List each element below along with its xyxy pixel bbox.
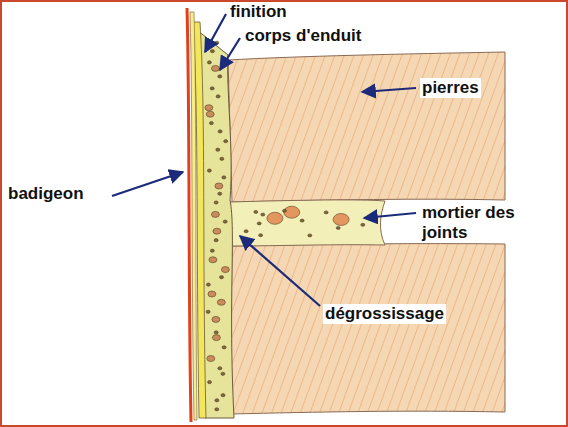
part-label: dégrossissage (323, 304, 446, 324)
leader-arrow (240, 236, 320, 306)
pebble (254, 210, 258, 213)
pebble (205, 105, 213, 111)
pebble (208, 381, 212, 384)
pebble (211, 211, 219, 217)
pebble (218, 367, 222, 370)
pebble (215, 399, 219, 402)
leader-arrow (112, 172, 183, 196)
pebble (207, 356, 215, 362)
pebble (221, 394, 225, 397)
pebbles (205, 41, 365, 411)
pebble (216, 148, 220, 151)
pebble (257, 222, 261, 225)
pebble (209, 257, 217, 263)
pebble (333, 214, 349, 226)
part-label: corps d'enduit (243, 26, 363, 46)
pebble (214, 239, 218, 242)
pebble (208, 291, 216, 297)
pebble (283, 209, 287, 212)
pebble (267, 212, 283, 224)
pebble (218, 192, 222, 195)
pebble (210, 87, 214, 90)
pebble (259, 234, 263, 237)
part-label: pierres (420, 78, 481, 98)
pebble (210, 50, 214, 53)
pebble (224, 140, 228, 143)
pebble (361, 223, 365, 226)
part-label: mortier des joints (420, 203, 532, 243)
leader-arrow (205, 14, 226, 52)
leader-arrow (220, 38, 240, 70)
pebble (218, 130, 222, 133)
pebble (221, 267, 229, 273)
pebble (215, 183, 223, 189)
pebble (217, 299, 225, 305)
stone (230, 244, 505, 414)
part-label: finition (228, 2, 289, 22)
pebble (210, 249, 214, 252)
stone (228, 52, 505, 202)
leader-arrow (362, 88, 416, 92)
pebble (324, 211, 328, 214)
pebble (261, 213, 265, 216)
part-label: badigeon (6, 184, 86, 204)
pebble (212, 316, 220, 322)
pebble (211, 65, 219, 71)
pebble (221, 372, 225, 375)
pebble (220, 157, 224, 160)
pebble (206, 111, 214, 117)
pebble (336, 226, 340, 229)
pebble (212, 335, 220, 341)
pebble (206, 283, 210, 286)
pebble (207, 169, 211, 172)
pebble (218, 75, 222, 78)
pebble (215, 41, 219, 44)
pebble (215, 408, 219, 411)
pebble (207, 61, 211, 64)
pebble (308, 234, 312, 237)
pebble (222, 176, 226, 179)
pebble (209, 122, 213, 125)
pebble (214, 331, 218, 334)
joint-mortar (230, 200, 385, 246)
pebble (244, 230, 248, 233)
pebble (223, 220, 227, 223)
limewash-line (187, 8, 191, 422)
pebble (206, 310, 210, 313)
pebble (214, 201, 218, 204)
leader-arrow (364, 213, 416, 218)
pebble (216, 95, 220, 98)
pebble (222, 346, 226, 349)
pebble (300, 219, 304, 222)
pebble (220, 276, 224, 279)
pebble (213, 228, 221, 234)
